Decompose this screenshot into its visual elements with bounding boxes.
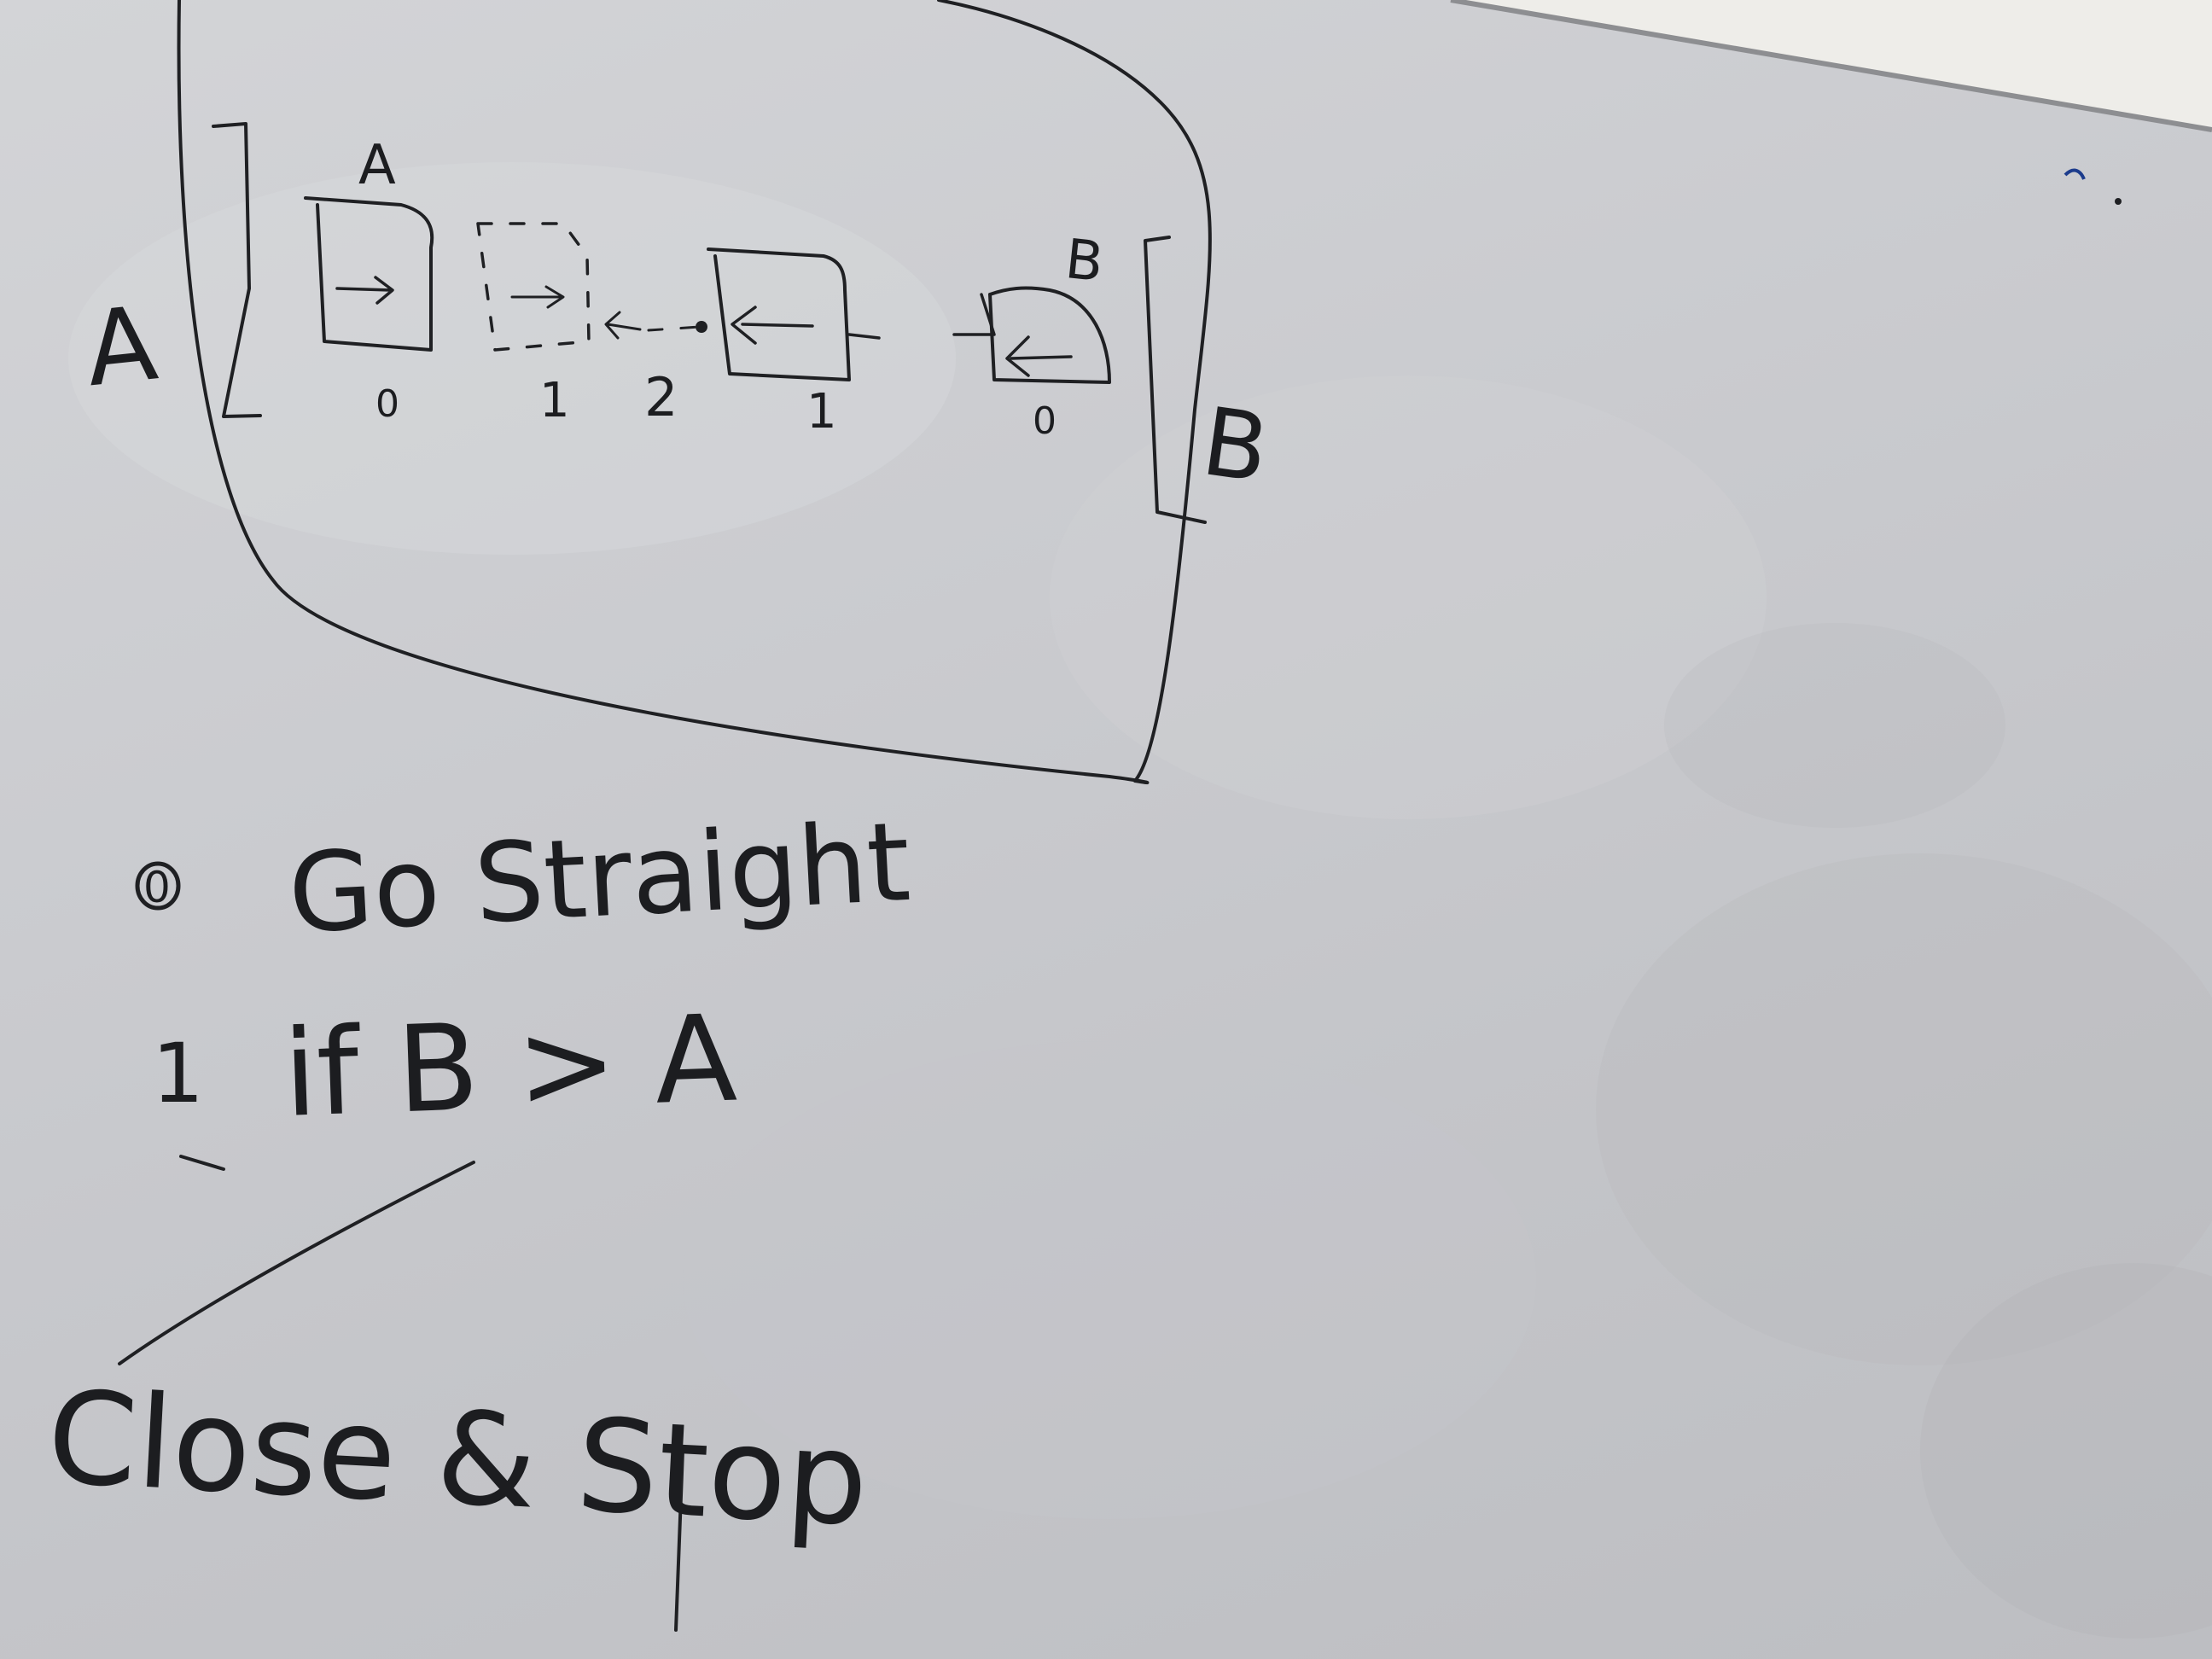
- middle-arrow-left-icon: [731, 306, 814, 345]
- position-label: 2: [644, 366, 678, 428]
- vehicle-a-label: A: [358, 134, 396, 197]
- stray-mark: [2064, 168, 2086, 180]
- right-bracket-label: B: [1196, 387, 1275, 504]
- position-label: 0: [375, 382, 399, 426]
- position-label: 1: [539, 373, 570, 428]
- connector-line: [118, 1161, 475, 1365]
- vehicle-middle: [707, 247, 881, 381]
- arrow-right-icon: [335, 276, 394, 305]
- ghost-arrow-right-icon: [510, 285, 565, 309]
- enclosure-outline: [177, 0, 1212, 785]
- vehicle-a: [304, 196, 434, 352]
- stop-tail: [674, 1449, 684, 1632]
- right-bracket: [1144, 236, 1207, 524]
- position-label: 0: [1033, 399, 1057, 443]
- rule-number: 0: [143, 863, 171, 912]
- left-bracket-label: A: [79, 284, 163, 410]
- contact-point: [696, 321, 707, 333]
- gap-arrow-left-icon: [604, 311, 642, 340]
- board-frame-rim: [1450, 0, 2212, 132]
- left-bracket: [212, 122, 262, 418]
- vehicle-ghost: [476, 222, 591, 352]
- stray-dot: [2115, 198, 2122, 205]
- vehicle-b: [952, 286, 1111, 384]
- rule-text: if B > A: [281, 989, 739, 1144]
- arrow-left-icon: [1005, 335, 1073, 377]
- vehicle-b-label: B: [1062, 228, 1107, 295]
- rule-text: Go Straight: [285, 798, 914, 958]
- rule-number: 1: [152, 1026, 205, 1121]
- gap-dots: [647, 325, 701, 332]
- rule-1-underline: [179, 1155, 225, 1171]
- rule-0-circle: [135, 861, 181, 911]
- position-label: 1: [806, 384, 837, 439]
